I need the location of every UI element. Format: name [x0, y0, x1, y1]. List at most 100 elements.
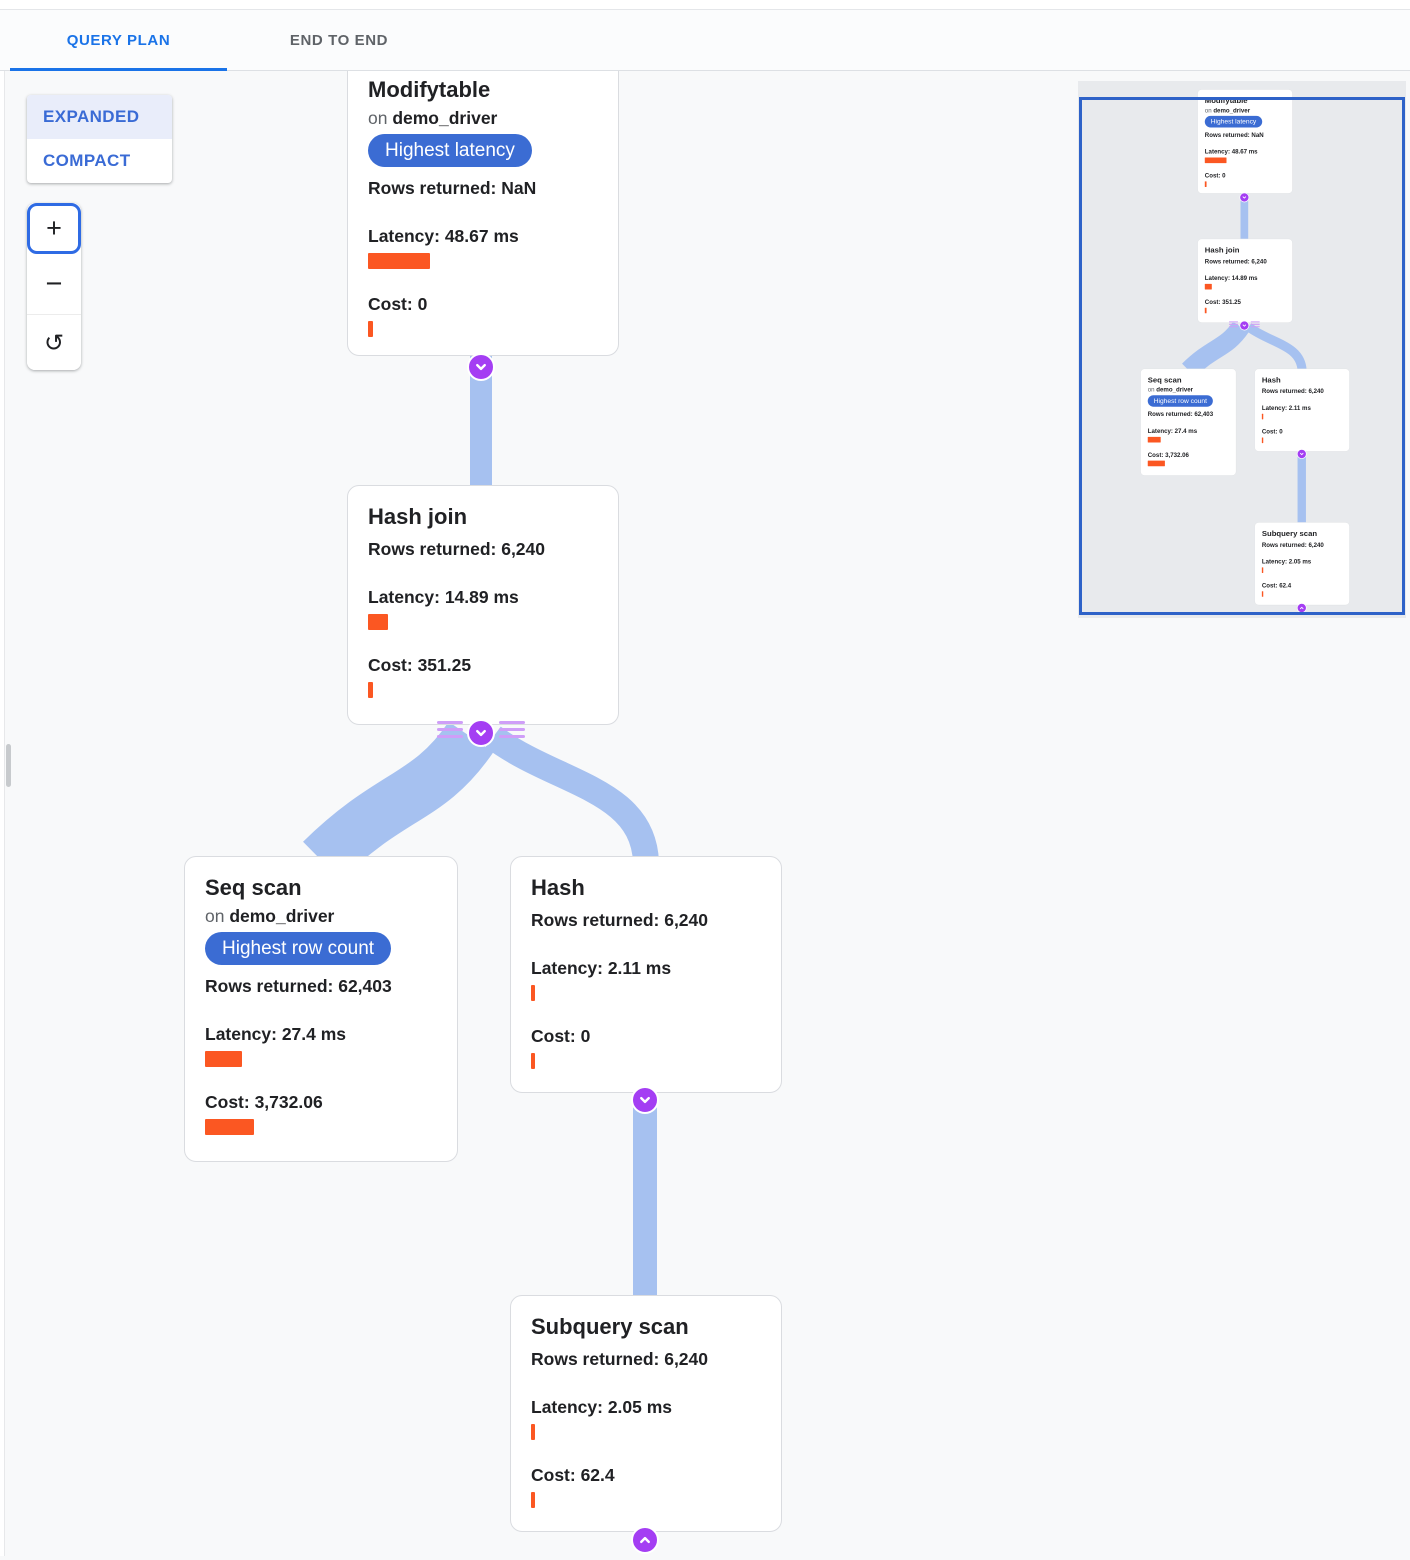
cost-label: Cost: 0	[1261, 428, 1283, 436]
latency-bar	[1261, 567, 1264, 573]
cost-label: Cost: 3,732.06	[205, 1092, 323, 1112]
reset-rotate-icon: ↺	[43, 328, 65, 357]
node-hash-join[interactable]: Hash join Rows returned: 6,240 Latency: …	[347, 485, 619, 725]
cost-bar	[368, 682, 373, 698]
node-title: Modifytable	[1204, 95, 1248, 105]
node-table-line: on demo_driver	[1147, 386, 1194, 394]
top-strip	[0, 0, 1410, 10]
plan-edges	[303, 352, 659, 1305]
collapse-toggle-subquery-scan[interactable]	[631, 1526, 659, 1554]
minimap[interactable]: Modifytable on demo_driver Highest laten…	[1078, 81, 1406, 618]
junction-line	[1228, 321, 1239, 323]
node-hash[interactable]: Hash Rows returned: 6,240 Latency: 2.11 …	[510, 856, 782, 1093]
node-subquery-scan: Subquery scan Rows returned: 6,240 Laten…	[1254, 522, 1350, 606]
node-seq-scan[interactable]: Seq scan on demo_driver Highest row coun…	[184, 856, 458, 1162]
cost-bar	[531, 1053, 535, 1069]
highest-row-count-badge: Highest row count	[1147, 395, 1213, 407]
cost-label: Cost: 351.25	[368, 655, 472, 675]
node-hash-join: Hash join Rows returned: 6,240 Latency: …	[1197, 238, 1293, 323]
query-plan-tree: Modifytable on demo_driver Highest laten…	[184, 58, 782, 1554]
vertical-scrollbar-thumb[interactable]	[6, 744, 11, 787]
compact-button[interactable]: COMPACT	[27, 139, 172, 183]
cost-label: Cost: 0	[531, 1026, 591, 1046]
zoom-out-button[interactable]: −	[27, 254, 81, 314]
latency-label: Latency: 27.4 ms	[1147, 427, 1198, 435]
edge-hashjoin-seqscan	[303, 721, 494, 881]
plus-icon: +	[46, 213, 62, 243]
chevron-down-icon	[640, 1096, 650, 1104]
junction-line	[499, 735, 525, 738]
compact-label: COMPACT	[43, 151, 131, 170]
rows-returned: Rows returned: NaN	[368, 178, 537, 198]
rows-returned: Rows returned: 6,240	[531, 1349, 708, 1369]
collapse-toggle-hash[interactable]	[631, 1086, 659, 1114]
zoom-controls: + − ↺	[27, 203, 81, 370]
panel-divider[interactable]	[0, 71, 5, 1556]
latency-bar	[205, 1051, 242, 1067]
view-mode-toggle: EXPANDED COMPACT	[27, 95, 172, 183]
junction-line	[499, 728, 525, 731]
cost-bar	[368, 321, 373, 337]
rows-returned: Rows returned: 6,240	[531, 910, 708, 930]
rows-returned: Rows returned: 6,240	[368, 539, 545, 559]
tab-label: QUERY PLAN	[66, 31, 171, 49]
node-title: Seq scan	[205, 875, 302, 900]
cost-bar	[205, 1119, 254, 1135]
zoom-in-button[interactable]: +	[27, 203, 81, 254]
node-subquery-scan[interactable]: Subquery scan Rows returned: 6,240 Laten…	[510, 1295, 782, 1532]
zoom-reset-button[interactable]: ↺	[27, 314, 81, 370]
node-table-line: on demo_driver	[1204, 106, 1251, 114]
collapse-toggle-hash	[1296, 449, 1307, 459]
node-title: Subquery scan	[531, 1314, 689, 1339]
node-title: Modifytable	[368, 77, 491, 102]
collapse-toggle-hash-join	[1239, 320, 1250, 331]
expanded-button[interactable]: EXPANDED	[27, 95, 172, 139]
latency-label: Latency: 48.67 ms	[368, 226, 519, 246]
latency-bar	[1204, 157, 1227, 164]
rows-returned: Rows returned: 6,240	[1204, 257, 1267, 265]
cost-bar	[1204, 307, 1207, 314]
latency-bar	[1204, 283, 1212, 290]
minus-icon: −	[45, 267, 63, 300]
chevron-down-icon	[476, 729, 486, 737]
junction-line	[499, 721, 525, 724]
latency-label: Latency: 48.67 ms	[1204, 148, 1258, 156]
latency-bar	[531, 985, 535, 1001]
collapse-toggle-modifytable	[1239, 192, 1250, 203]
junction-line	[1250, 321, 1260, 323]
tab-bar: QUERY PLAN END TO END	[0, 10, 1410, 71]
node-title: Subquery scan	[1261, 528, 1318, 538]
latency-bar	[368, 614, 388, 630]
cost-label: Cost: 62.4	[1261, 581, 1292, 589]
cost-label: Cost: 3,732.06	[1147, 451, 1189, 459]
junction-line	[1228, 323, 1239, 325]
highest-row-count-badge: Highest row count	[205, 932, 392, 965]
latency-label: Latency: 2.05 ms	[531, 1397, 673, 1417]
highest-latency-badge: Highest latency	[1204, 115, 1263, 128]
cost-label: Cost: 62.4	[531, 1465, 615, 1485]
junction-line	[437, 721, 463, 724]
node-table-line: on demo_driver	[368, 108, 498, 128]
node-modifytable[interactable]: Modifytable on demo_driver Highest laten…	[347, 58, 619, 356]
chevron-up-icon	[1300, 606, 1304, 610]
rows-returned: Rows returned: 6,240	[1261, 387, 1324, 395]
tab-end-to-end[interactable]: END TO END	[227, 10, 451, 70]
node-title: Hash	[1261, 375, 1281, 384]
latency-bar	[1261, 413, 1264, 420]
collapse-toggle-hash-join[interactable]	[467, 719, 495, 747]
highest-latency-badge: Highest latency	[368, 134, 532, 167]
collapse-toggle-subquery-scan	[1296, 603, 1307, 613]
active-tab-underline	[10, 68, 227, 71]
expanded-label: EXPANDED	[43, 107, 140, 126]
latency-label: Latency: 2.05 ms	[1261, 557, 1312, 565]
chevron-down-icon	[476, 363, 486, 371]
node-title: Seq scan	[1147, 375, 1182, 384]
collapse-toggle-modifytable[interactable]	[467, 353, 495, 381]
node-title: Hash	[531, 875, 585, 900]
tab-query-plan[interactable]: QUERY PLAN	[10, 10, 227, 71]
rows-returned: Rows returned: 6,240	[1261, 541, 1324, 549]
junction-line	[437, 728, 463, 731]
cost-bar	[1261, 591, 1264, 597]
node-table-line: on demo_driver	[205, 906, 335, 926]
latency-label: Latency: 27.4 ms	[205, 1024, 347, 1044]
